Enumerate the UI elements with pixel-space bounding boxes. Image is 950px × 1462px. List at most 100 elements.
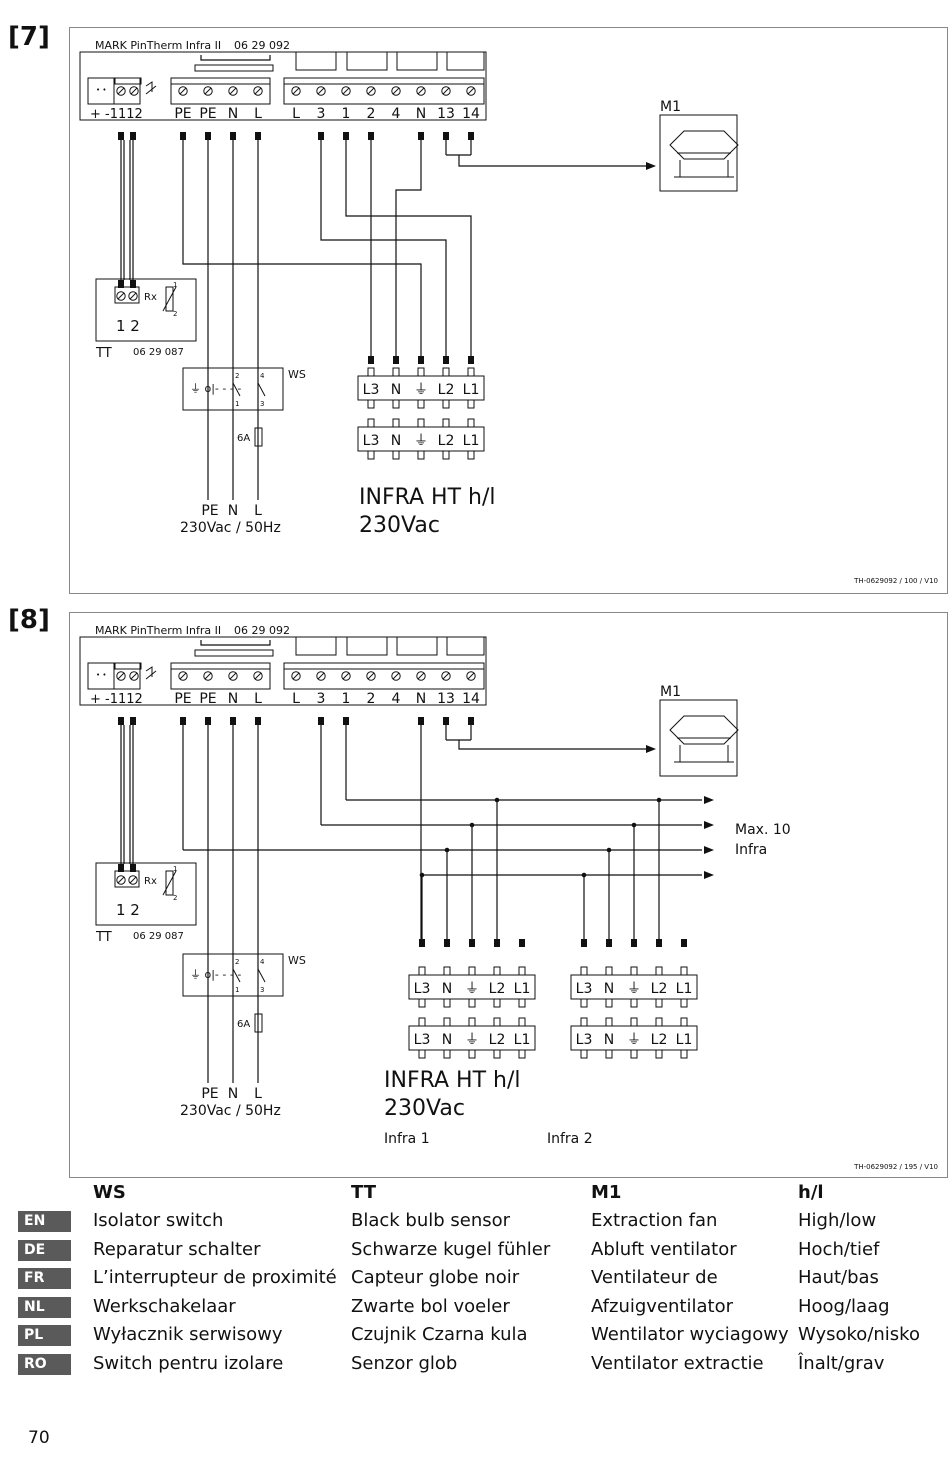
wire-plug	[368, 132, 374, 140]
sensor-terminal	[114, 286, 140, 304]
heater-terminal-label: L3	[576, 981, 593, 997]
terminal-screw	[366, 86, 376, 96]
language-badge-nl: NL	[18, 1296, 71, 1318]
heater-terminal-label: ⏚	[465, 1032, 479, 1048]
terminal-screw-slot	[254, 672, 262, 680]
terminal-screw	[366, 671, 376, 681]
terminal-screw	[416, 671, 426, 681]
heater-lug	[468, 966, 476, 976]
terminal-screw-slot	[417, 87, 425, 95]
relay-bar	[194, 649, 274, 657]
heater-terminal-label: ⏚	[465, 981, 479, 997]
terminal-screw-slot	[342, 672, 350, 680]
legend-cell: Ventilator extractie	[591, 1352, 764, 1374]
wire-plug	[468, 717, 474, 725]
legend-cell: Czujnik Czarna kula	[351, 1324, 528, 1345]
heater-lug	[392, 367, 400, 377]
switch-contact-label: 3	[260, 400, 264, 408]
terminal-screw	[391, 86, 401, 96]
relay-box	[396, 636, 438, 656]
sensor-rx-label: Rx	[144, 876, 157, 887]
wire	[458, 740, 646, 750]
heater-lug	[605, 966, 613, 976]
heater-lug	[367, 450, 375, 460]
terminal-screw-slot	[129, 876, 137, 884]
terminal-label: N	[228, 106, 238, 122]
screw-header	[114, 77, 142, 85]
terminal-screw	[203, 671, 213, 681]
heater-lug	[580, 998, 588, 1008]
arrow-head	[704, 846, 714, 854]
legend-cell: Isolator switch	[93, 1210, 224, 1231]
switch-contact	[232, 968, 241, 983]
terminal-label: L	[254, 691, 262, 707]
terminal-labels-left: + -1112	[90, 692, 143, 707]
terminal-block-mid	[170, 77, 271, 105]
supply-pe: PE	[201, 1086, 218, 1102]
heater-lug	[417, 450, 425, 460]
heater-lug	[630, 1049, 638, 1059]
wire-plug	[606, 939, 612, 947]
terminal-label: 2	[367, 691, 376, 707]
heater-lug	[630, 998, 638, 1008]
language-badge-de: DE	[18, 1239, 71, 1261]
supply-n: N	[228, 1086, 238, 1102]
document-reference: TH-0629092 / 100 / V10	[853, 577, 938, 585]
arrow-head	[646, 162, 656, 170]
terminal-label: PE	[174, 106, 191, 122]
terminal-screw	[466, 671, 476, 681]
terminal-screw-slot	[292, 87, 300, 95]
fan-label: M1	[660, 99, 681, 115]
wire-plug	[468, 132, 474, 140]
controller-housing	[79, 51, 487, 121]
terminal-screw-slot	[129, 292, 137, 300]
sensor-box	[95, 278, 197, 342]
legend-cell: Wyłacznik serwisowy	[93, 1324, 283, 1345]
heater-terminal-label: L2	[489, 1032, 506, 1048]
heater-lug	[468, 998, 476, 1008]
sensor-pin-label: 2	[173, 894, 177, 902]
heater-lug	[580, 1049, 588, 1059]
legend-cell: Senzor glob	[351, 1352, 458, 1374]
terminal-screw-slot	[442, 87, 450, 95]
sensor-name: TT	[95, 930, 112, 945]
heater-terminal-label: L3	[363, 433, 380, 449]
code-bracket	[200, 55, 271, 61]
terminal-screw	[228, 671, 238, 681]
terminal-label: L	[254, 106, 262, 122]
terminal-label: L	[292, 106, 300, 122]
wire-plug	[581, 939, 587, 947]
wire-plug	[343, 717, 349, 725]
heater-terminal-label: L1	[676, 981, 693, 997]
supply-n: N	[228, 503, 238, 519]
heater-terminal-label: L1	[463, 433, 480, 449]
heater-lug	[468, 1049, 476, 1059]
terminal-label: L	[292, 691, 300, 707]
terminal-screw	[466, 86, 476, 96]
terminal-screw-slot	[417, 672, 425, 680]
wire	[395, 140, 422, 360]
fan-box	[659, 114, 738, 192]
supply-l: L	[254, 503, 262, 519]
heater-terminal-label: L3	[363, 382, 380, 398]
junction-dot	[656, 797, 662, 803]
junction-dot	[469, 822, 475, 828]
heater-lug	[630, 966, 638, 976]
switch-contact	[257, 382, 266, 397]
figure-8-label: [8]	[8, 605, 50, 635]
switch-name: WS	[288, 954, 306, 967]
legend-cell: Werkschakelaar	[93, 1295, 236, 1317]
language-badge-en: EN	[18, 1211, 71, 1232]
legend-cell: Switch pentru izolare	[93, 1352, 284, 1374]
switch-contact-label: 4	[260, 958, 265, 966]
heater-terminal-label: L2	[651, 981, 668, 997]
terminal-screw	[116, 291, 126, 301]
heater-lug	[367, 399, 375, 409]
heater-lug	[468, 1017, 476, 1027]
heater-lug	[418, 998, 426, 1008]
wire-plug	[418, 132, 424, 140]
wire	[320, 140, 447, 360]
terminal-screw	[228, 86, 238, 96]
wire-plug	[631, 939, 637, 947]
